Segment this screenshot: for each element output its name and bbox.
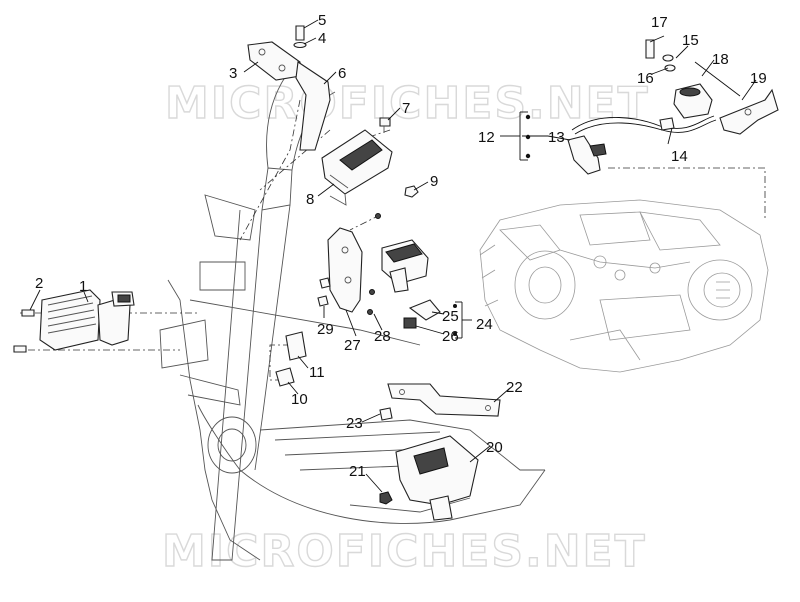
callout-labels: 1 2 3 4 5 6 7 8 9 10 11 12 13 14 15 16 1…	[35, 12, 767, 480]
module-screw	[379, 117, 391, 133]
engine-assembly	[479, 199, 769, 373]
watermark-bottom: MICROFICHES.NET	[162, 526, 647, 577]
callout-22: 22	[506, 379, 523, 396]
callout-3: 3	[229, 65, 237, 82]
coil-screw	[645, 39, 676, 72]
callout-26: 26	[442, 328, 459, 345]
callout-7: 7	[402, 100, 410, 117]
ht-cable-assembly-bracket	[512, 111, 571, 161]
callout-16: 16	[637, 70, 654, 87]
regulator-bolts	[13, 309, 35, 353]
callout-25: 25	[442, 308, 459, 325]
callout-9: 9	[430, 173, 438, 190]
relay-clip	[275, 367, 295, 387]
callout-20: 20	[486, 439, 503, 456]
callout-19: 19	[750, 70, 767, 87]
watermark-top: MICROFICHES.NET	[165, 78, 650, 129]
control-unit-nut	[404, 185, 419, 198]
callout-5: 5	[318, 12, 326, 29]
high-tension-cable	[571, 115, 717, 135]
callout-21: 21	[349, 463, 366, 480]
engine-dashed-link	[608, 167, 766, 220]
engine-control-unit	[395, 435, 479, 521]
callout-12: 12	[478, 129, 495, 146]
callout-27: 27	[344, 337, 361, 354]
relay-screws	[317, 213, 381, 315]
ecu-nut	[379, 491, 393, 505]
bracket-dashed-link-b	[259, 129, 331, 191]
relay-small	[403, 299, 441, 329]
callout-18: 18	[712, 51, 729, 68]
callout-11: 11	[309, 364, 325, 381]
screw-dashed-link-b	[349, 214, 381, 231]
bracket-dashed-link	[239, 99, 301, 241]
fuse-relay	[285, 331, 307, 361]
ecu-screw	[379, 407, 393, 421]
callout-6: 6	[338, 65, 346, 82]
callout-28: 28	[374, 328, 391, 345]
mounting-bracket	[247, 41, 331, 151]
leader-lines	[29, 19, 757, 493]
callout-4: 4	[318, 30, 326, 47]
callout-17: 17	[651, 14, 668, 31]
spark-plug-cap	[567, 135, 607, 175]
callout-8: 8	[306, 191, 314, 208]
coil-support-bracket	[694, 61, 779, 135]
voltage-regulator	[39, 289, 135, 351]
callout-13: 13	[548, 129, 565, 146]
relay-bracket	[327, 227, 363, 313]
bracket-screw-and-washer	[293, 25, 307, 49]
callout-15: 15	[682, 32, 699, 49]
relay-dashed-link	[269, 344, 290, 381]
callout-2: 2	[35, 275, 43, 292]
callout-1: 1	[79, 278, 87, 295]
ecu-bracket	[387, 383, 501, 417]
relay-bracket-list	[453, 301, 472, 339]
callout-23: 23	[346, 415, 363, 432]
callout-10: 10	[291, 391, 308, 408]
callout-14: 14	[671, 148, 688, 165]
ignition-coil	[673, 83, 713, 119]
starter-relay	[381, 239, 429, 293]
callout-29: 29	[317, 321, 334, 338]
ignition-control-unit	[321, 129, 393, 206]
callout-24: 24	[476, 316, 493, 333]
